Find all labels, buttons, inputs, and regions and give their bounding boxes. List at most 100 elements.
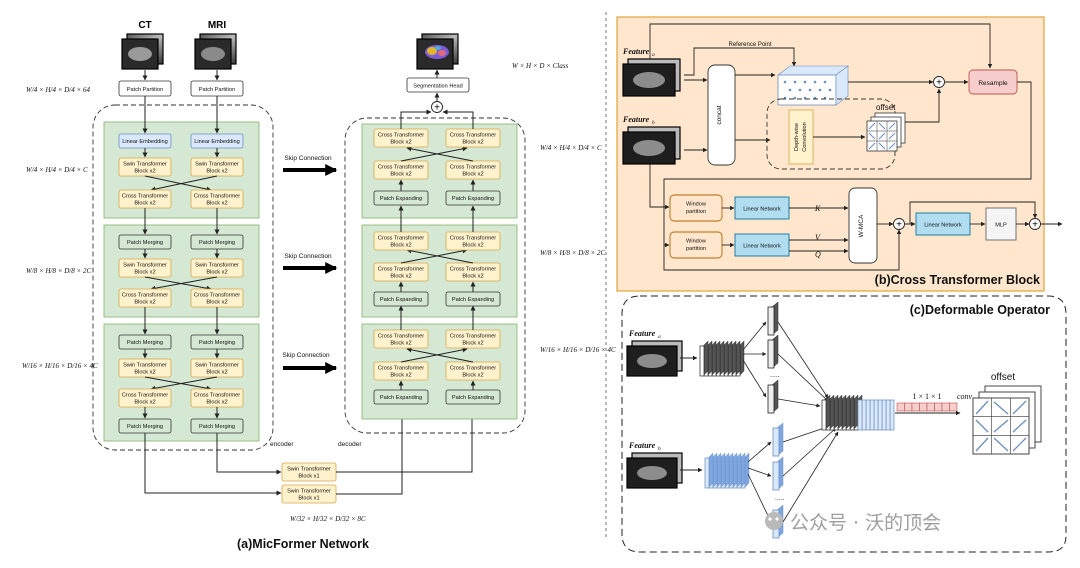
svg-text:Block x2: Block x2: [462, 341, 483, 347]
deformable-feature-a-label: Feature: [628, 329, 656, 338]
deformable-feature-b-label: Feature: [628, 441, 656, 450]
feature-a-stack: [699, 340, 745, 377]
window-partition-box-bottom: [669, 231, 723, 259]
encoder-swin-block: Swin Transformer Block x2 Swin Transform…: [118, 358, 244, 378]
svg-text:a: a: [652, 52, 655, 58]
encoder-label: encoder: [270, 441, 294, 448]
segmentation-head-box: [406, 77, 470, 93]
watermark: 公众号 · 沃的顶会: [765, 512, 941, 534]
skip-connection: Skip Connection: [282, 352, 338, 374]
concat-box: [707, 64, 736, 166]
svg-text:Window: Window: [686, 239, 707, 245]
decoder-cross-block: Cross Transformer Block x2 Cross Transfo…: [373, 329, 501, 349]
cross-block-caption: (b)Cross Transformer Block: [875, 273, 1040, 287]
svg-text:Block x1: Block x1: [298, 496, 319, 502]
dim-label-3: W/16 × H/16 × D/16 × 4C: [22, 362, 98, 370]
svg-text:Patch Merging: Patch Merging: [199, 424, 235, 430]
svg-text:Block x2: Block x2: [134, 400, 155, 406]
svg-text:Skip Connection: Skip Connection: [284, 253, 332, 260]
svg-text:partition: partition: [686, 246, 706, 252]
svg-text:Convolution: Convolution: [802, 122, 808, 152]
encoder-swin-block: Swin Transformer Block x2 Swin Transform…: [118, 258, 244, 278]
svg-text:Linear Network: Linear Network: [924, 223, 962, 229]
decoder-cross-block: Cross Transformer Block x2 Cross Transfo…: [373, 361, 501, 381]
encoder-patch-merging: Patch Merging Patch Merging: [118, 234, 244, 250]
svg-text:Cross Transformer: Cross Transformer: [450, 366, 496, 372]
dim-label-bottleneck: W/32 × H/32 × D/32 × 8C: [290, 515, 366, 523]
decoder-dim-label-0: W/4 × H/4 × D/4 × C: [540, 144, 602, 152]
svg-text:Swin Transformer: Swin Transformer: [195, 263, 239, 269]
plus-icon: +: [434, 103, 440, 114]
window-partition-label: Window: [686, 202, 707, 208]
encoder-cross-block: Cross Transformer Block x2 Cross Transfo…: [118, 288, 244, 308]
decoder-label: decoder: [338, 441, 362, 448]
output-shape-label: W × H × D × Class: [512, 62, 568, 70]
svg-text:Block x2: Block x2: [462, 274, 483, 280]
svg-text:Patch Merging: Patch Merging: [127, 240, 163, 246]
dim-label-2: W/8 × H/8 × D/8 × 2C: [26, 267, 91, 275]
svg-text:Block x2: Block x2: [134, 270, 155, 276]
svg-text:Cross Transformer: Cross Transformer: [122, 293, 168, 299]
svg-text:Cross Transformer: Cross Transformer: [122, 194, 168, 200]
skip-connection: Skip Connection: [283, 253, 338, 274]
svg-text:Swin Transformer: Swin Transformer: [123, 263, 167, 269]
svg-text:Block x1: Block x1: [298, 474, 319, 480]
svg-text:Cross Transformer: Cross Transformer: [378, 267, 424, 273]
offset-grid: [866, 112, 906, 152]
decoder-cross-block: Cross Transformer Block x2 Cross Transfo…: [373, 128, 501, 148]
svg-text:Patch Expanding: Patch Expanding: [380, 196, 422, 202]
plus-icon: +: [1032, 220, 1038, 231]
svg-text:Cross Transformer: Cross Transformer: [450, 133, 496, 139]
svg-text:Cross Transformer: Cross Transformer: [378, 165, 424, 171]
svg-text:Cross Transformer: Cross Transformer: [378, 366, 424, 372]
svg-text:Block x2: Block x2: [134, 370, 155, 376]
svg-text:Cross Transformer: Cross Transformer: [378, 133, 424, 139]
svg-text:Block x2: Block x2: [206, 300, 227, 306]
segmentation-head-label: Segmentation Head: [413, 84, 462, 90]
ct-input-scan: [121, 33, 164, 70]
deformable-offset-label: offset: [991, 372, 1015, 383]
svg-text:Block x2: Block x2: [390, 373, 411, 379]
svg-text:.....: .....: [770, 372, 780, 379]
svg-text:Block x2: Block x2: [134, 201, 155, 207]
svg-text:b: b: [652, 120, 655, 126]
deformable-operator-panel: (c)Deformable Operator Feature a Feature…: [621, 295, 1067, 553]
svg-text:partition: partition: [686, 209, 706, 215]
cross-transformer-panel: Feature a Feature b Reference Point conc…: [616, 16, 1063, 292]
bottleneck-swin-block: Swin Transformer Block x1 Swin Transform…: [281, 462, 337, 504]
resample-label: Resample: [978, 80, 1008, 87]
svg-text:Swin Transformer: Swin Transformer: [123, 363, 167, 369]
svg-text:Skip Connection: Skip Connection: [282, 352, 330, 359]
svg-text:Block x2: Block x2: [390, 140, 411, 146]
svg-text:Block x2: Block x2: [134, 300, 155, 306]
svg-text:Block x2: Block x2: [462, 140, 483, 146]
svg-text:Patch Expanding: Patch Expanding: [452, 196, 494, 202]
encoder-swin-block: Swin Transformer Block x2 Swin Transform…: [118, 157, 244, 177]
window-partition-box-top: [669, 194, 723, 222]
svg-text:Cross Transformer: Cross Transformer: [378, 334, 424, 340]
deformable-feature-b-image: [626, 452, 683, 489]
svg-text:Block x2: Block x2: [390, 243, 411, 249]
feature-b-stack: [704, 452, 750, 489]
decoder-patch-expanding: Patch Expanding Patch Expanding: [373, 389, 501, 405]
encoder-cross-block: Cross Transformer Block x2 Cross Transfo…: [118, 189, 244, 209]
decoder-patch-expanding: Patch Expanding Patch Expanding: [373, 291, 501, 307]
svg-text:Block x2: Block x2: [390, 172, 411, 178]
deformable-offset-grid: [972, 385, 1042, 455]
encoder-patch-merging: Patch Merging Patch Merging: [118, 418, 244, 434]
svg-text:Block x2: Block x2: [390, 274, 411, 280]
svg-text:Cross Transformer: Cross Transformer: [194, 393, 240, 399]
output-sum-node: [1029, 218, 1041, 230]
micformer-network-panel: CT MRI Patch Partition Patch Partition W…: [22, 20, 616, 551]
slices-a: .....: [767, 301, 780, 414]
svg-text:Patch Expanding: Patch Expanding: [380, 395, 422, 401]
svg-text:Swin Transformer: Swin Transformer: [287, 467, 331, 473]
mri-linear-embedding-label: Linear Embedding: [194, 139, 239, 145]
depthwise-conv-box: [788, 109, 814, 165]
svg-text:Cross Transformer: Cross Transformer: [122, 393, 168, 399]
decoder-boundary: [344, 117, 526, 434]
svg-text:Cross Transformer: Cross Transformer: [450, 334, 496, 340]
depthwise-conv-label: Depth-wise: [794, 123, 800, 151]
svg-text:Patch Merging: Patch Merging: [199, 240, 235, 246]
